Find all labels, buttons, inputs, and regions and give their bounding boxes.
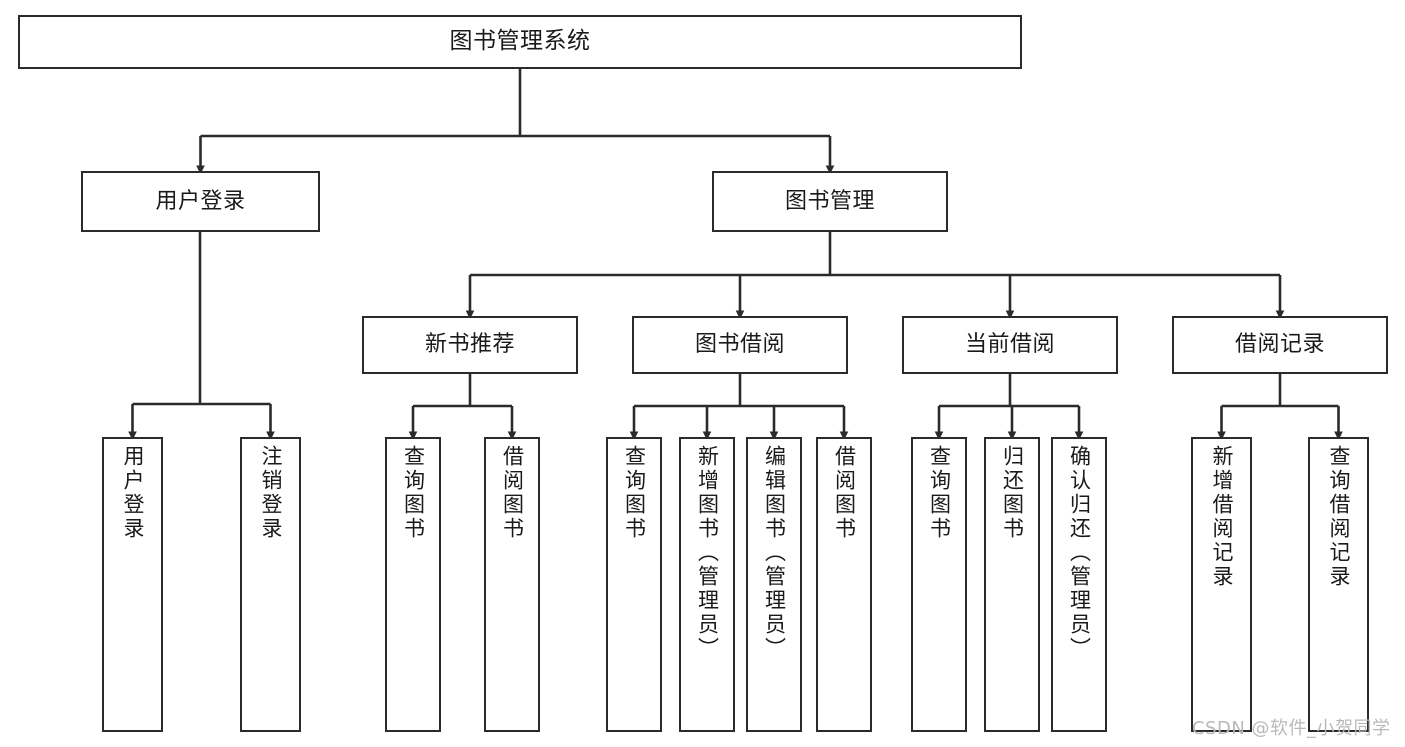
node-label: 借阅图书 — [832, 445, 857, 541]
node-label: 查询图书 — [622, 445, 647, 541]
node-label: 查询图书 — [927, 445, 952, 541]
node-leaf-borrow-book-2[interactable]: 借阅图书 — [816, 437, 872, 732]
node-leaf-add-book[interactable]: 新增图书（管理员） — [679, 437, 735, 732]
node-label: 新增图书（管理员） — [695, 445, 720, 661]
node-new-book-rec[interactable]: 新书推荐 — [362, 316, 578, 374]
node-label: 用户登录 — [121, 445, 145, 541]
node-label: 注销登录 — [259, 445, 283, 541]
node-leaf-query-book-1[interactable]: 查询图书 — [385, 437, 441, 732]
node-user-login[interactable]: 用户登录 — [81, 171, 320, 232]
node-root[interactable]: 图书管理系统 — [18, 15, 1022, 69]
node-label: 查询借阅记录 — [1327, 445, 1351, 589]
node-label: 查询图书 — [401, 445, 426, 541]
node-label: 编辑图书（管理员） — [762, 445, 787, 661]
node-leaf-borrow-book-1[interactable]: 借阅图书 — [484, 437, 540, 732]
node-leaf-return-book[interactable]: 归还图书 — [984, 437, 1040, 732]
node-label: 借阅图书 — [500, 445, 525, 541]
node-leaf-query-book-2[interactable]: 查询图书 — [606, 437, 662, 732]
node-label: 归还图书 — [1000, 445, 1025, 541]
node-leaf-add-record[interactable]: 新增借阅记录 — [1191, 437, 1252, 732]
node-label: 确认归还（管理员） — [1067, 445, 1092, 661]
node-label: 新增借阅记录 — [1210, 445, 1234, 589]
node-book-manage[interactable]: 图书管理 — [712, 171, 948, 232]
node-label: 新书推荐 — [424, 332, 515, 358]
node-label: 用户登录 — [155, 188, 246, 214]
node-label: 图书借阅 — [694, 332, 785, 358]
node-label: 当前借阅 — [964, 332, 1055, 358]
node-book-borrow[interactable]: 图书借阅 — [632, 316, 848, 374]
node-leaf-edit-book[interactable]: 编辑图书（管理员） — [746, 437, 802, 732]
node-label: 图书管理 — [784, 188, 875, 214]
node-label: 借阅记录 — [1234, 332, 1325, 358]
node-leaf-confirm-return[interactable]: 确认归还（管理员） — [1051, 437, 1107, 732]
node-leaf-user-logout[interactable]: 注销登录 — [240, 437, 301, 732]
node-label: 图书管理系统 — [449, 28, 591, 55]
node-current-borrow[interactable]: 当前借阅 — [902, 316, 1118, 374]
node-leaf-user-login[interactable]: 用户登录 — [102, 437, 163, 732]
node-borrow-record[interactable]: 借阅记录 — [1172, 316, 1388, 374]
node-leaf-query-book-3[interactable]: 查询图书 — [911, 437, 967, 732]
node-leaf-query-record[interactable]: 查询借阅记录 — [1308, 437, 1369, 732]
